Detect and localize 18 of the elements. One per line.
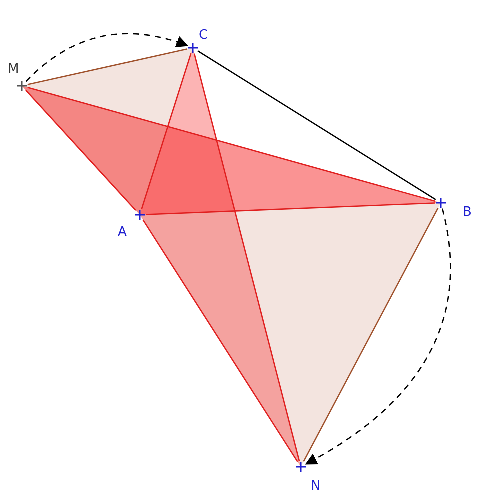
segment: [146, 202, 436, 216]
segment: [141, 54, 192, 210]
segment: [198, 50, 436, 200]
point-marker: [17, 81, 27, 91]
segment: [26, 90, 136, 212]
segment: [194, 54, 300, 462]
point-marker: [436, 198, 446, 208]
rotation-arrow: [26, 33, 189, 82]
point-marker: [296, 462, 306, 472]
point-label: A: [118, 225, 127, 240]
point-marker: [135, 210, 145, 220]
segment: [28, 48, 188, 86]
point-label: M: [8, 62, 20, 77]
segment: [142, 220, 298, 462]
point-label: C: [199, 28, 208, 43]
point-marker: [188, 43, 198, 53]
point-label: B: [463, 205, 472, 220]
point-label: N: [311, 479, 321, 494]
